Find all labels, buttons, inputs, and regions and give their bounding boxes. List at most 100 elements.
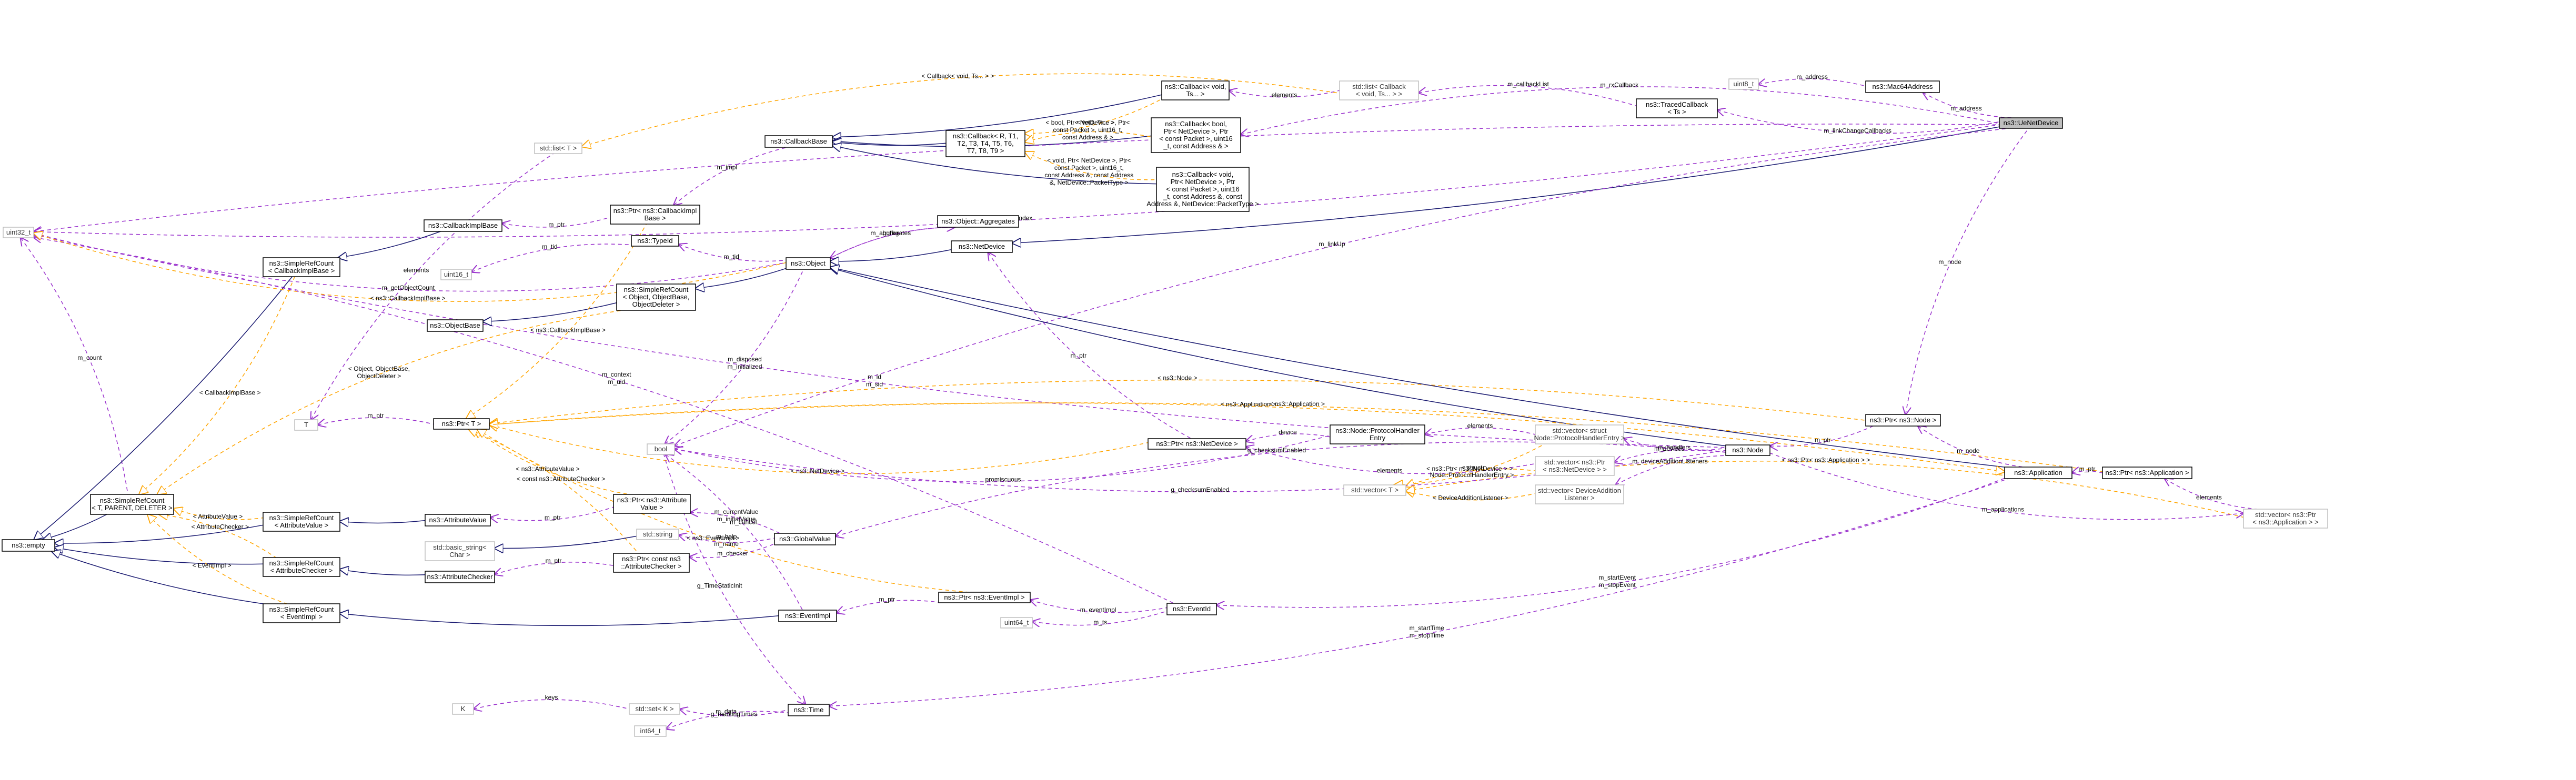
node-ptrconstattributechecker[interactable]: ns3::Ptr< const ns3::AttributeChecker > (613, 553, 690, 573)
node-object[interactable]: ns3::Object (786, 257, 831, 270)
edge-object-to-netdevice (830, 249, 952, 261)
node-label: uint32_t (6, 228, 31, 236)
node-bool[interactable]: bool (647, 443, 675, 455)
node-label: ns3::SimpleRefCount< AttributeValue > (269, 514, 334, 529)
node-box (1636, 98, 1718, 118)
edge-label: m_ptr (2079, 465, 2096, 473)
edge-srcattributevalue-to-attributevalue (340, 521, 426, 523)
node-callbackboolptr[interactable]: ns3::Callback< bool,Ptr< NetDevice >, Pt… (1151, 117, 1241, 153)
node-srccallbackimplbase[interactable]: ns3::SimpleRefCount< CallbackImplBase > (263, 257, 340, 277)
node-label: ns3::AttributeChecker (427, 573, 493, 581)
node-srcattributevalue[interactable]: ns3::SimpleRefCount< AttributeValue > (263, 512, 340, 532)
node-stdvectort[interactable]: std::vector< T > (1343, 484, 1406, 496)
edge-netdevice-to-ptrnetdevice (988, 252, 1192, 439)
edge-attributechecker-to-ptrconstattributechecker (495, 562, 614, 574)
edge-bool-to-uenetdevice (675, 128, 2009, 446)
edge-ptreventimpl-to-eventid (1030, 600, 1168, 613)
node-basicstring[interactable]: std::basic_string<Char > (425, 541, 495, 561)
edge-typeid-to-object (679, 245, 787, 262)
node-label: ns3::TracedCallback< Ts > (1646, 100, 1708, 116)
node-srceventimpl[interactable]: ns3::SimpleRefCount< EventImpl > (263, 603, 340, 623)
node-label: std::string (643, 530, 672, 538)
node-attributechecker[interactable]: ns3::AttributeChecker (425, 571, 495, 583)
node-box (1148, 438, 1246, 450)
node-application[interactable]: ns3::Application (2004, 467, 2072, 479)
node-box (629, 703, 680, 715)
node-typeid[interactable]: ns3::TypeId (631, 235, 679, 247)
node-mac64address[interactable]: ns3::Mac64Address (1865, 80, 1940, 93)
node-box (938, 592, 1031, 603)
node-srcattributechecker[interactable]: ns3::SimpleRefCount< AttributeChecker > (263, 557, 340, 577)
node-box (433, 418, 490, 430)
node-netdevice[interactable]: ns3::NetDevice (951, 240, 1013, 253)
node-int64[interactable]: int64_t (634, 725, 667, 737)
node-uint16[interactable]: uint16_t (440, 269, 472, 280)
node-eventimpl[interactable]: ns3::EventImpl (778, 610, 837, 622)
node-ptrnetdevice[interactable]: ns3::Ptr< ns3::NetDevice > (1148, 438, 1246, 450)
edge-label: < ns3::Ptr< ns3::NetDevice > > (1426, 465, 1513, 472)
node-stdlistcallback[interactable]: std::list< Callback< void, Ts... > > (1339, 80, 1419, 100)
node-uint8[interactable]: uint8_t (1728, 78, 1759, 90)
edge-label: elements (2196, 494, 2222, 501)
node-k[interactable]: K (452, 703, 474, 715)
node-node[interactable]: ns3::Node (1725, 444, 1770, 456)
node-uint64[interactable]: uint64_t (1000, 617, 1033, 629)
node-box (1330, 424, 1425, 444)
edge-label: < bool, Ptr< NetDevice >, Ptr<const Pack… (1045, 119, 1130, 141)
node-stdsetk[interactable]: std::set< K > (629, 703, 680, 715)
node-label: ns3::CallbackBase (770, 137, 827, 145)
edge-stdvectort-to-stdvectordal (1406, 491, 1536, 501)
edge-ptrnetdevice-to-protocolhandlerentry (1246, 433, 1331, 441)
node-globalvalue[interactable]: ns3::GlobalValue (774, 533, 836, 545)
node-callbackimplbase[interactable]: ns3::CallbackImplBase (424, 219, 502, 232)
node-label: ns3::Ptr< ns3::Application > (2106, 469, 2189, 477)
node-ptrnode[interactable]: ns3::Ptr< ns3::Node > (1865, 414, 1941, 427)
node-ptreventimpl[interactable]: ns3::Ptr< ns3::EventImpl > (938, 592, 1031, 603)
node-stdvectorptrapplication[interactable]: std::vector< ns3::Ptr< ns3::Application … (2243, 509, 2328, 529)
node-stdstring[interactable]: std::string (636, 529, 679, 540)
node-callbackvoidts[interactable]: ns3::Callback< void,Ts... > (1161, 80, 1230, 100)
node-t[interactable]: T (294, 419, 318, 431)
edge-objectbase-to-srcobject (483, 302, 617, 322)
node-stdlistt[interactable]: std::list< T > (534, 143, 582, 154)
edge-label: m_devices (1654, 445, 1684, 452)
edge-label: elements (1272, 92, 1297, 99)
edge-empty-to-srceventimpl (52, 551, 264, 604)
node-box (1535, 456, 1615, 476)
node-ptrt[interactable]: ns3::Ptr< T > (433, 418, 490, 430)
node-label: ns3::Object (791, 259, 826, 267)
node-callbackbase[interactable]: ns3::CallbackBase (764, 135, 833, 148)
node-objectbase[interactable]: ns3::ObjectBase (427, 319, 484, 332)
node-uint32[interactable]: uint32_t (3, 227, 34, 238)
node-tracedcallback[interactable]: ns3::TracedCallback< Ts > (1636, 98, 1718, 118)
node-attributevalue[interactable]: ns3::AttributeValue (425, 514, 491, 526)
edge-bool-to-object (665, 269, 804, 444)
node-callbackvoidptr[interactable]: ns3::Callback< void,Ptr< NetDevice >, Pt… (1146, 167, 1259, 212)
node-time[interactable]: ns3::Time (788, 704, 830, 716)
node-box (1339, 80, 1419, 100)
node-box (616, 283, 696, 311)
edge-label: < EventImpl > (193, 562, 232, 569)
edge-label: m_cancel (730, 518, 757, 525)
node-ptrapplication[interactable]: ns3::Ptr< ns3::Application > (2102, 467, 2192, 479)
node-empty[interactable]: ns3::empty (2, 539, 55, 552)
node-stdvectorptrnetdevice[interactable]: std::vector< ns3::Ptr< ns3::NetDevice > … (1535, 456, 1615, 476)
node-srcobject[interactable]: ns3::SimpleRefCount< Object, ObjectBase,… (616, 283, 696, 311)
edge-stdstring-to-globalvalue (679, 535, 775, 543)
node-srctparent[interactable]: ns3::SimpleRefCount< T, PARENT, DELETER … (90, 494, 174, 515)
edge-label: elements (404, 266, 429, 273)
node-box (1535, 424, 1624, 444)
node-eventid[interactable]: ns3::EventId (1166, 603, 1217, 615)
node-objectaggregates[interactable]: ns3::Object::Aggregates (937, 215, 1019, 228)
node-box (1865, 80, 1940, 93)
node-uenetdevice[interactable]: ns3::UeNetDevice (1999, 117, 2063, 129)
node-callbackrts[interactable]: ns3::Callback< R, T1,T2, T3, T4, T5, T6,… (945, 130, 1025, 157)
